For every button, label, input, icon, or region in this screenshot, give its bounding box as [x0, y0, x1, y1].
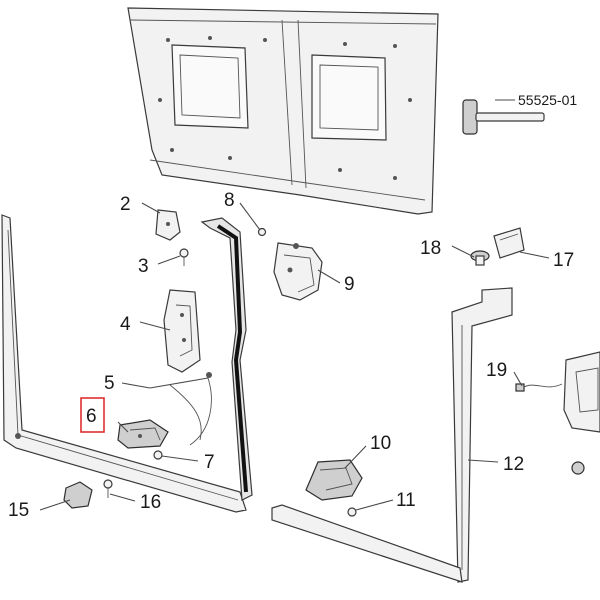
callout-2: 2: [120, 194, 131, 215]
callout-6-highlight: [80, 397, 105, 433]
callout-12: 12: [503, 454, 524, 475]
callout-10: 10: [370, 433, 391, 454]
part-2-bracket: [155, 209, 181, 241]
callout-11: 11: [396, 490, 416, 511]
callout-18: 18: [420, 238, 441, 259]
callout-9: 9: [344, 274, 355, 295]
part-12-frame: [271, 287, 513, 583]
part-15-bumper: [63, 481, 93, 509]
leader-lines: [39, 202, 550, 511]
part-18-bumper: [470, 250, 490, 266]
callout-4: 4: [120, 314, 131, 335]
part-16-bolt: [103, 479, 113, 498]
callout-5: 5: [104, 373, 115, 394]
callout-15: 15: [8, 500, 29, 521]
left-door-frame: [1, 214, 247, 513]
part-5-cable: [149, 372, 212, 446]
part-4-lock-plate: [163, 289, 201, 373]
part-19-handle: [515, 351, 600, 433]
callout-16: 16: [140, 492, 161, 513]
part-7-screw: [153, 450, 163, 460]
hinge-bolt-part: [462, 99, 545, 135]
part-10-lower-lock: [305, 459, 363, 501]
callout-8: 8: [224, 190, 235, 211]
callout-17: 17: [553, 250, 574, 271]
part-3-screw: [179, 248, 189, 266]
part-9-lock-assembly: [273, 242, 323, 301]
part-11-screw: [347, 507, 357, 517]
callout-7: 7: [204, 452, 215, 473]
part-number-label: 55525-01: [518, 92, 577, 108]
part-8-seal: [200, 217, 267, 501]
part-17-bracket: [493, 227, 525, 259]
part-6-lock: [117, 419, 169, 449]
callout-6: 6: [86, 406, 97, 427]
callout-3: 3: [138, 256, 149, 277]
callout-19: 19: [486, 360, 507, 381]
clip-part: [571, 461, 585, 475]
door-inner-panel: [127, 7, 439, 215]
